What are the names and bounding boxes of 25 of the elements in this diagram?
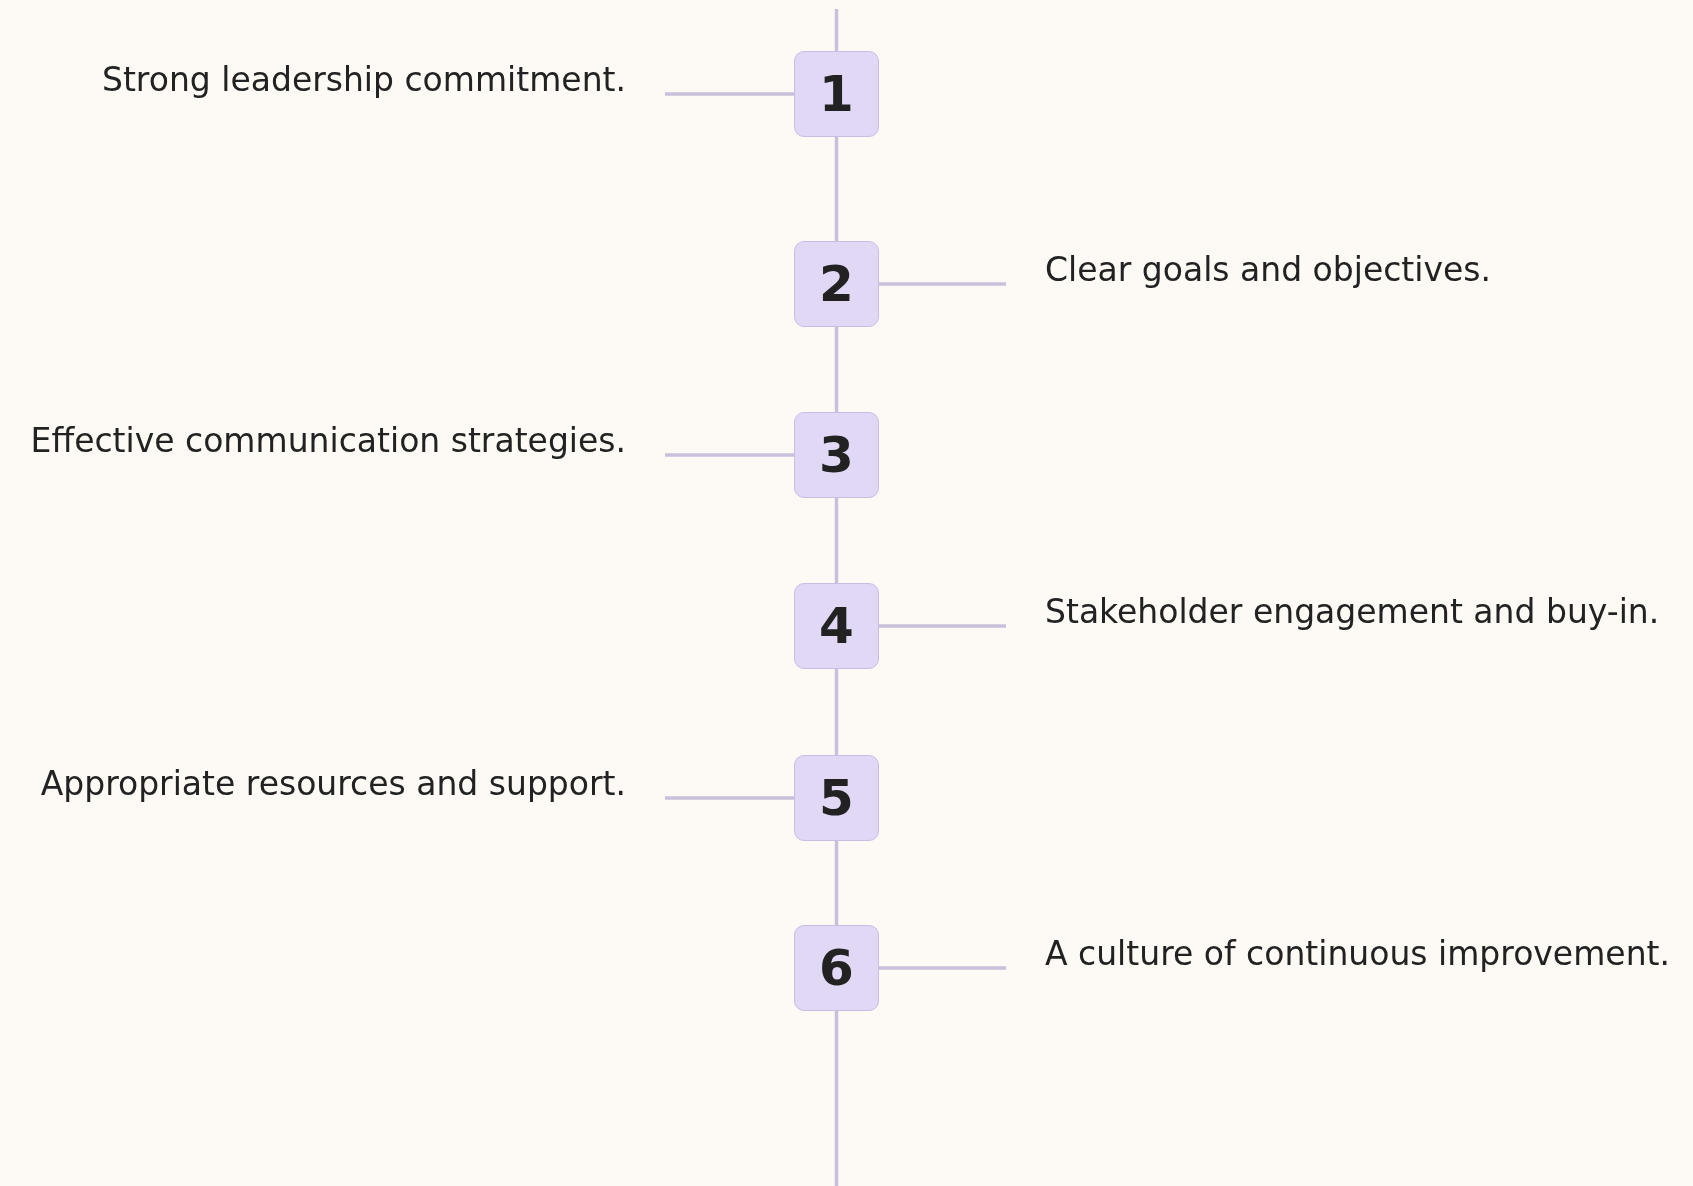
step-description: Appropriate resources and support.	[40, 762, 626, 806]
step-description: Clear goals and objectives.	[1045, 248, 1491, 292]
step-description: Effective communication strategies.	[30, 419, 626, 463]
connector-line	[834, 669, 839, 755]
connector-line	[834, 1011, 839, 1186]
connector-line	[834, 327, 839, 412]
connector-line	[834, 137, 839, 241]
connector-line	[665, 796, 794, 800]
step-description: A culture of continuous improvement.	[1045, 932, 1670, 976]
connector-line	[665, 453, 794, 457]
step-description: Strong leadership commitment.	[101, 58, 626, 102]
step-description: Stakeholder engagement and buy-in.	[1045, 590, 1660, 634]
connector-line	[834, 841, 839, 925]
connector-line	[879, 282, 1006, 286]
step-number: 5	[794, 755, 879, 841]
connector-line	[879, 966, 1006, 970]
step-number: 4	[794, 583, 879, 669]
step-number: 6	[794, 925, 879, 1011]
step-number: 3	[794, 412, 879, 498]
step-number: 1	[794, 51, 879, 137]
step-number: 2	[794, 241, 879, 327]
connector-line	[879, 624, 1006, 628]
connector-line	[665, 92, 794, 96]
connector-line	[834, 9, 839, 51]
connector-line	[834, 498, 839, 583]
